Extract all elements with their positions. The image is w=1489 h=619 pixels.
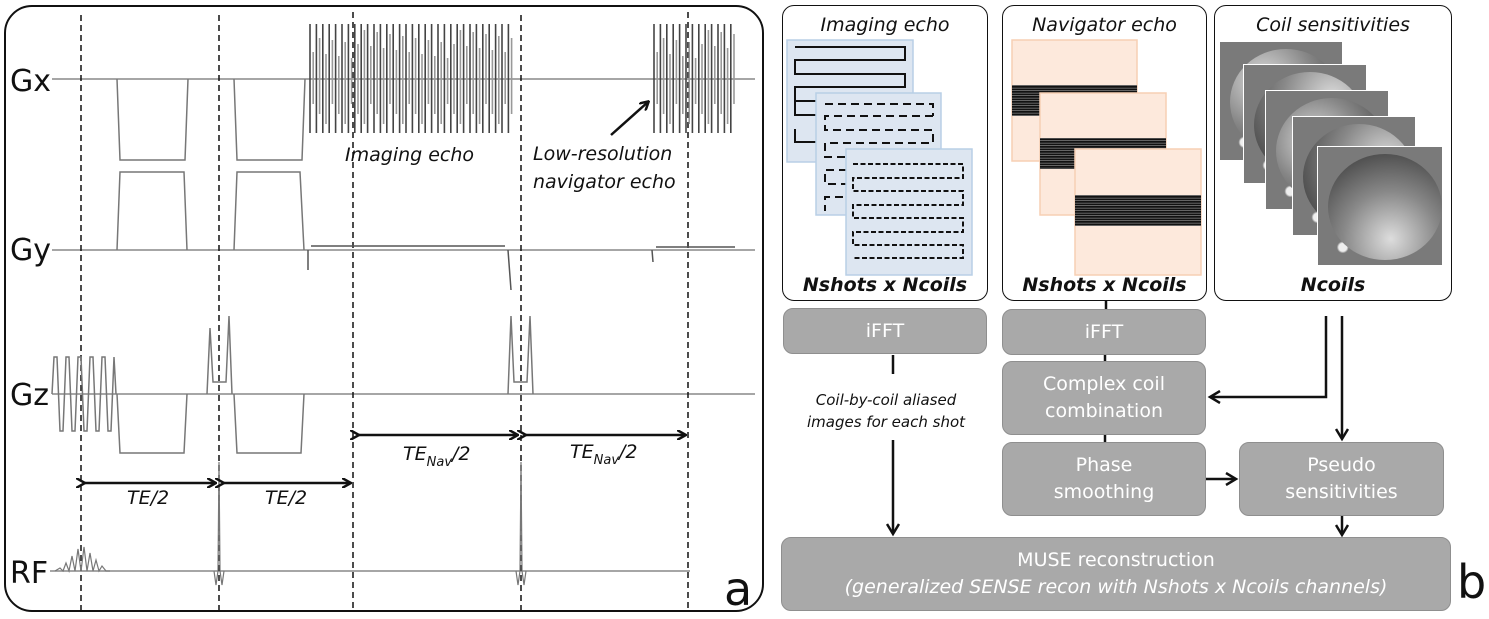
arrow-coils-to-complex bbox=[1210, 316, 1328, 397]
te-nav-label-2: TENav/2 bbox=[570, 441, 638, 468]
channel-label-gy: Gy bbox=[10, 233, 51, 268]
te-half-label-1: TE/2 bbox=[127, 487, 169, 509]
pulse-sequence-panel bbox=[4, 5, 764, 612]
muse-reconstruction-box: MUSE reconstruction (generalized SENSE r… bbox=[781, 537, 1451, 611]
gy-blips bbox=[307, 245, 735, 291]
gz-crusher-2 bbox=[233, 393, 305, 454]
pseudo-sensitivities-label-line2: sensitivities bbox=[1285, 481, 1398, 503]
aliased-images-note-line1: Coil-by-coil aliased bbox=[815, 391, 957, 409]
rf-excitation-pulse bbox=[54, 546, 110, 574]
panel-b-letter: b bbox=[1457, 555, 1487, 609]
coil-sensitivities-card: Coil sensitivities Ncoils bbox=[1214, 5, 1452, 301]
gy-crusher-2 bbox=[233, 171, 305, 251]
gx-imaging-echo-train bbox=[309, 24, 513, 133]
time-markers bbox=[80, 12, 689, 610]
nav-echo-pointer-arrow bbox=[610, 102, 648, 136]
imaging-echo-card-footer: Nshots x Ncoils bbox=[802, 274, 968, 296]
imaging-echo-card-title: Imaging echo bbox=[820, 14, 950, 36]
aliased-images-note-line2: images for each shot bbox=[806, 413, 966, 431]
te-half-label-2: TE/2 bbox=[265, 487, 307, 509]
ifft-imaging-label: iFFT bbox=[865, 319, 905, 342]
ifft-imaging-box: iFFT bbox=[783, 308, 987, 354]
rf-refocusing-pulse-1 bbox=[213, 461, 225, 586]
phase-smoothing-label-line2: smoothing bbox=[1053, 481, 1155, 503]
nav-echo-label-line1: Low-resolution bbox=[533, 143, 672, 165]
navigator-echo-card-footer: Nshots x Ncoils bbox=[1022, 274, 1187, 296]
pseudo-sensitivities-box: Pseudo sensitivities bbox=[1239, 442, 1444, 516]
complex-coil-label-line2: combination bbox=[1045, 400, 1163, 422]
gz-refocus-2 bbox=[507, 315, 534, 395]
gx-navigator-echo-train bbox=[653, 24, 735, 133]
nav-echo-label-line2: navigator echo bbox=[533, 171, 676, 193]
coil-sensitivities-card-title: Coil sensitivities bbox=[1256, 14, 1410, 36]
imaging-echo-label: Imaging echo bbox=[345, 144, 474, 166]
kspace-trajectories-icon bbox=[786, 39, 973, 276]
imaging-echo-card: Imaging echo Nshots x Ncoils bbox=[782, 5, 988, 301]
ifft-navigator-box: iFFT bbox=[1002, 309, 1206, 355]
rf-refocusing-pulse-2 bbox=[515, 461, 527, 586]
channel-label-gz: Gz bbox=[10, 378, 49, 413]
te-nav-label-1: TENav/2 bbox=[403, 443, 471, 470]
ifft-navigator-label: iFFT bbox=[1084, 320, 1124, 343]
panel-a-letter: a bbox=[724, 562, 752, 616]
timing-arrows bbox=[84, 102, 685, 483]
muse-reconstruction-subtitle: (generalized SENSE recon with Nshots x N… bbox=[844, 576, 1388, 598]
gz-crusher-1 bbox=[116, 393, 188, 454]
channel-label-rf: RF bbox=[10, 556, 48, 591]
channel-label-gx: Gx bbox=[10, 64, 51, 99]
aliased-images-note: Coil-by-coil aliased images for each sho… bbox=[784, 389, 988, 433]
pulse-sequence-diagram: Gx Gy Gz RF bbox=[10, 12, 755, 616]
gz-slice-select bbox=[51, 356, 117, 432]
gy-crusher-1 bbox=[116, 171, 188, 251]
coil-map-image bbox=[1317, 146, 1443, 266]
navigator-echo-card-title: Navigator echo bbox=[1032, 14, 1177, 36]
rf-pulses bbox=[54, 461, 527, 586]
gx-crusher-1 bbox=[116, 78, 189, 161]
phase-smoothing-box: Phase smoothing bbox=[1002, 442, 1206, 516]
navigator-echo-card: Navigator echo Nshots x Ncoils bbox=[1002, 5, 1207, 301]
complex-coil-label-line1: Complex coil bbox=[1042, 373, 1165, 395]
pseudo-sensitivities-label-line1: Pseudo bbox=[1307, 454, 1376, 476]
gz-refocus-1 bbox=[206, 315, 233, 395]
gradient-waveforms bbox=[51, 78, 735, 454]
phase-smoothing-label-line1: Phase bbox=[1075, 454, 1133, 476]
gx-crusher-2 bbox=[233, 78, 306, 161]
coil-sensitivities-card-footer: Ncoils bbox=[1300, 274, 1366, 296]
muse-reconstruction-title: MUSE reconstruction bbox=[1017, 549, 1215, 571]
navigator-kspace-icon bbox=[1011, 39, 1202, 276]
complex-coil-combination-box: Complex coil combination bbox=[1002, 361, 1206, 435]
